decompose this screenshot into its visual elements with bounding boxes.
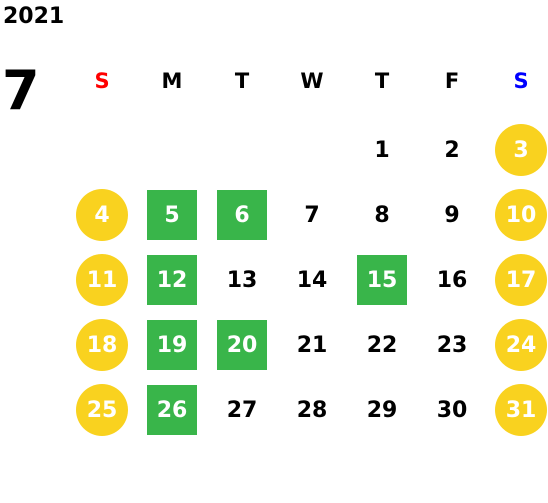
calendar-month: 7 [2,59,40,122]
calendar-day-holiday[interactable]: 4 [76,189,128,241]
calendar-day-highlighted[interactable]: 6 [217,190,267,240]
calendar-day[interactable]: 27 [226,397,258,423]
weekday-header-mon: M [161,69,183,93]
calendar-day-highlighted[interactable]: 15 [357,255,407,305]
calendar-day-holiday[interactable]: 18 [76,319,128,371]
calendar-day[interactable]: 21 [296,332,328,358]
calendar-day[interactable]: 22 [366,332,398,358]
weekday-header-fri: F [444,69,460,93]
calendar-day-holiday[interactable]: 3 [495,124,547,176]
calendar-day-highlighted[interactable]: 19 [147,320,197,370]
calendar-day[interactable]: 9 [444,202,460,228]
weekday-header-sun: S [94,69,110,93]
calendar-day[interactable]: 7 [304,202,320,228]
weekday-header-sat: S [513,69,529,93]
calendar-day-holiday[interactable]: 25 [76,384,128,436]
weekday-header-thu: T [374,69,390,93]
calendar-day[interactable]: 23 [436,332,468,358]
calendar-day-holiday[interactable]: 24 [495,319,547,371]
calendar-day-highlighted[interactable]: 12 [147,255,197,305]
calendar-day-holiday[interactable]: 31 [495,384,547,436]
calendar-day[interactable]: 16 [436,267,468,293]
calendar-day[interactable]: 30 [436,397,468,423]
calendar-day[interactable]: 8 [374,202,390,228]
weekday-header-tue: T [234,69,250,93]
calendar-day-highlighted[interactable]: 5 [147,190,197,240]
calendar-day[interactable]: 14 [296,267,328,293]
calendar-day[interactable]: 13 [226,267,258,293]
calendar-year: 2021 [3,4,65,29]
calendar-day-holiday[interactable]: 10 [495,189,547,241]
calendar-day[interactable]: 28 [296,397,328,423]
calendar-day[interactable]: 1 [374,137,390,163]
calendar-day-holiday[interactable]: 11 [76,254,128,306]
calendar-day-highlighted[interactable]: 26 [147,385,197,435]
calendar-day-holiday[interactable]: 17 [495,254,547,306]
calendar-day[interactable]: 29 [366,397,398,423]
calendar-day-highlighted[interactable]: 20 [217,320,267,370]
calendar-day[interactable]: 2 [444,137,460,163]
weekday-header-wed: W [300,69,324,93]
